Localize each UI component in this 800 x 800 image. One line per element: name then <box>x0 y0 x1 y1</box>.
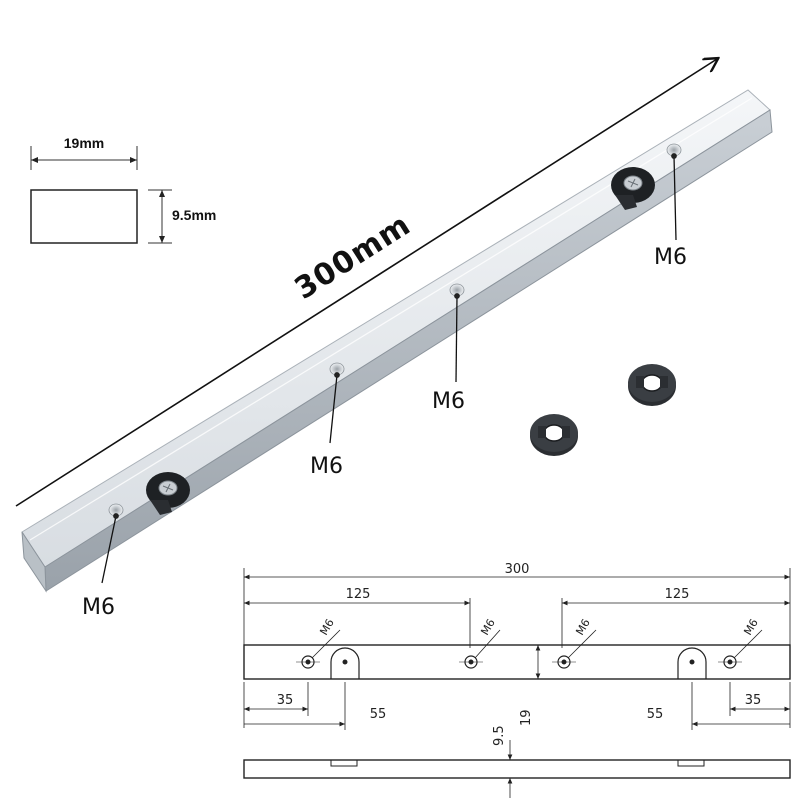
hole-callouts: M6 M6 M6 M6 <box>82 153 687 620</box>
drawing-hole-callout-1: M6 <box>317 617 337 638</box>
hole-3 <box>449 283 465 297</box>
technical-drawing <box>243 568 791 798</box>
cross-section-height-label: 9.5mm <box>172 207 216 223</box>
hole-label-3: M6 <box>432 389 465 414</box>
cross-section-inset: 19mm 9.5mm <box>30 135 216 244</box>
hole-label-2: M6 <box>310 454 343 479</box>
cross-section-profile <box>30 189 138 244</box>
drawing-right-span-label: 125 <box>665 587 690 602</box>
drawing-thickness-label: 9.5 <box>492 725 507 746</box>
drawing-left-span-label: 125 <box>346 587 371 602</box>
drawing-hole-callout-3: M6 <box>573 617 593 638</box>
hole-1 <box>108 503 124 517</box>
drawing-width-label: 19 <box>519 709 534 726</box>
hole-label-1: M6 <box>82 595 115 620</box>
overall-length-indicator: 300mm <box>15 59 717 507</box>
hole-4 <box>666 143 682 157</box>
cross-section-width-label: 19mm <box>64 135 104 151</box>
drawing-top-view <box>243 644 791 680</box>
miter-bar <box>21 89 773 593</box>
hole-label-4: M6 <box>654 245 687 270</box>
loose-washer-2 <box>628 364 676 406</box>
drawing-side-view <box>243 759 791 779</box>
hole-2 <box>329 362 345 376</box>
loose-washer-1 <box>530 414 578 456</box>
drawing-overall-label: 300 <box>505 562 530 577</box>
washer-right <box>611 167 655 210</box>
drawing-left-slot-label: 55 <box>370 707 387 722</box>
drawing-left-offset-label: 35 <box>277 693 294 708</box>
washer-left <box>146 472 190 515</box>
technical-drawing-labels: 300 125 125 M6 M6 M6 M6 35 35 55 55 19 9… <box>277 562 762 746</box>
drawing-right-slot-label: 55 <box>647 707 664 722</box>
drawing-hole-callout-2: M6 <box>478 617 498 638</box>
drawing-right-offset-label: 35 <box>745 693 762 708</box>
